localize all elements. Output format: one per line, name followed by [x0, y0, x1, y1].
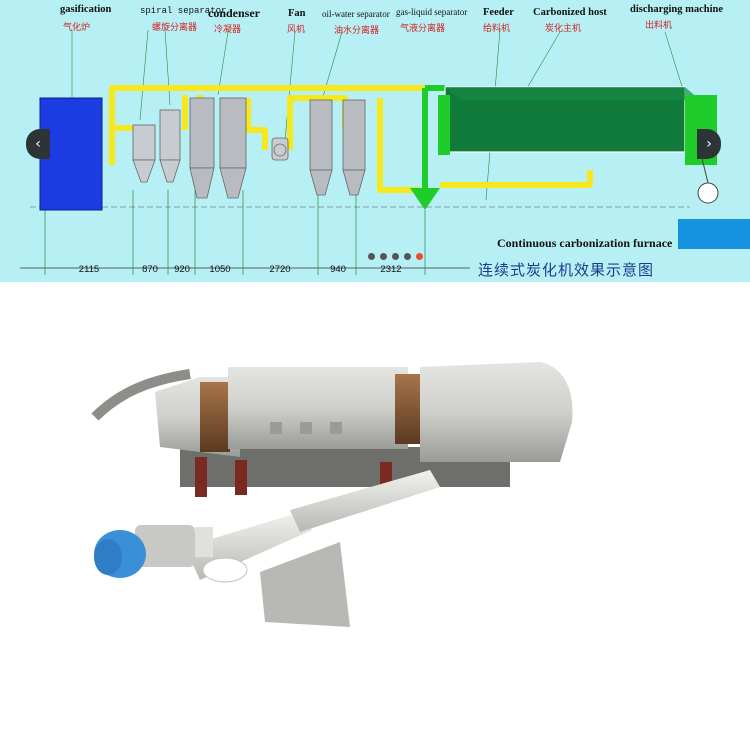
carousel-dot[interactable] — [368, 253, 375, 260]
oil-water-separators — [309, 99, 366, 196]
gas-liquid-separator-label: gas-liquid separator — [396, 7, 468, 17]
machine-photo — [0, 282, 750, 750]
drum-ring — [395, 374, 421, 444]
dimension-label: 870 — [142, 264, 158, 275]
gasification-label: gasification — [60, 4, 112, 15]
spiral-separator-label: spiral separator — [140, 6, 227, 16]
condenser-label-zh: 冷凝器 — [214, 25, 242, 35]
feeder-label-zh: 给料机 — [483, 24, 511, 34]
drum-ring — [200, 382, 230, 452]
inspection-hatches — [270, 422, 342, 434]
gearbox — [135, 525, 195, 567]
process-diagram: gasification 气化炉 spiral separator 螺旋分离器 … — [0, 0, 750, 282]
carousel-dot[interactable] — [392, 253, 399, 260]
carousel-next-button[interactable]: › — [697, 129, 721, 159]
dimension-label: 2115 — [78, 264, 100, 275]
spiral-separators — [132, 109, 181, 183]
discharging-machine-label: discharging machine — [630, 4, 724, 15]
fan-label-zh: 风机 — [287, 25, 306, 35]
coupling — [195, 527, 213, 557]
chevron-left-icon: ‹ — [35, 136, 41, 152]
gas-liquid-separator-label-zh: 气液分离器 — [400, 24, 446, 34]
gasification-label-zh: 气化炉 — [63, 23, 91, 33]
fan-label: Fan — [288, 8, 306, 19]
condenser-label: condenser — [208, 6, 260, 20]
feeder-hopper — [410, 188, 440, 210]
dimension-label: 2312 — [380, 264, 402, 275]
carousel-dots — [368, 253, 423, 260]
carbonized-host — [438, 86, 717, 165]
dimension-ticks — [44, 190, 426, 275]
blue-tab — [678, 219, 750, 249]
feeder-pipe — [422, 85, 445, 190]
exhaust-pipe — [91, 369, 191, 421]
gasification-furnace — [39, 97, 103, 211]
carbonization-machine-illustration — [91, 362, 573, 627]
carbonized-host-label-zh: 炭化主机 — [545, 24, 582, 34]
dimension-label: 940 — [330, 264, 346, 275]
caption-chinese: 连续式炭化机效果示意图 — [478, 261, 655, 279]
discharging-machine-label-zh: 出料机 — [645, 21, 673, 31]
drum-outlet-housing — [420, 362, 573, 462]
oil-water-separator-label: oil-water separator — [322, 9, 390, 19]
conveyor-inlet — [202, 557, 248, 583]
screw-conveyor-tube — [290, 470, 440, 532]
carbonized-host-label: Carbonized host — [533, 7, 607, 18]
carousel-prev-button[interactable]: ‹ — [26, 129, 50, 159]
condensers — [189, 97, 247, 199]
dimension-label: 1050 — [209, 264, 231, 275]
process-diagram-drawing — [20, 29, 719, 275]
caption-english: Continuous carbonization furnace — [497, 236, 673, 250]
conveyor-support — [260, 542, 350, 627]
carousel-dot[interactable] — [380, 253, 387, 260]
motor-fan-cover — [94, 539, 122, 575]
chevron-right-icon: › — [706, 136, 712, 152]
spiral-separator-label-zh: 螺旋分离器 — [152, 23, 198, 33]
fan — [271, 137, 289, 161]
oil-water-separator-label-zh: 油水分离器 — [334, 26, 380, 36]
dimension-label: 920 — [174, 264, 190, 275]
dimension-label: 2720 — [269, 264, 291, 275]
carousel-dot[interactable] — [404, 253, 411, 260]
feeder-label: Feeder — [483, 7, 514, 18]
main-drum — [228, 367, 408, 449]
carousel-dot-active[interactable] — [416, 253, 423, 260]
